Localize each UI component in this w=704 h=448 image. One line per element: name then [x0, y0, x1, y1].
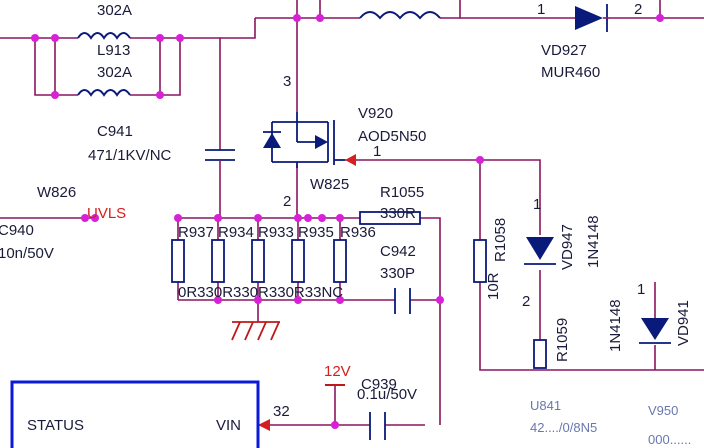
inductor-l913-bottom [77, 89, 131, 97]
resistor-bank [171, 239, 347, 283]
resistor-r1059-name: R1059 [554, 318, 571, 362]
resistor-r937 [171, 239, 185, 283]
resistor-r934-name: R934 [218, 224, 254, 241]
rail-12v-label: 12V [324, 363, 351, 380]
resistor-r1059 [533, 339, 547, 369]
resistor-r1055 [359, 211, 421, 225]
ic-pin-32: 32 [273, 403, 290, 420]
mosfet-gate-pin: 1 [373, 143, 381, 160]
ground-symbol [231, 321, 280, 341]
resistor-r1055-name: R1055 [380, 184, 424, 201]
diode-vd941-name: VD941 [675, 300, 692, 346]
diode-vd941-pin1: 1 [637, 281, 645, 298]
inductor-l913-rating: 302A [97, 64, 132, 81]
diode-vd941 [639, 300, 671, 344]
diode-vd927-pin2: 2 [634, 1, 642, 18]
mosfet-source-pin: 2 [283, 193, 291, 210]
faint-bottom-label: 000...... [648, 432, 691, 447]
capacitor-c939-name: C939 [361, 376, 397, 393]
vin-pin-arrow [258, 419, 270, 431]
resistor-r935-name: R935 [298, 224, 334, 241]
labels: 302A L913 302A C941 471/1KV/NC W826 UVLS… [0, 1, 692, 447]
inductor-l913-top [77, 32, 131, 40]
inductor-main [359, 11, 441, 20]
ic-pin-vin: VIN [216, 417, 241, 434]
capacitor-c942-value: 330P [380, 265, 415, 282]
capacitor-c941-name: C941 [97, 123, 133, 140]
mosfet-v920 [263, 112, 356, 168]
resistor-r936 [333, 239, 347, 283]
diode-vd947-pin2: 2 [522, 293, 530, 310]
net-w825: W825 [310, 176, 349, 193]
mosfet-v920-part: AOD5N50 [358, 128, 426, 145]
resistor-r933 [251, 239, 265, 283]
junction-dots [31, 14, 664, 429]
faint-v-label: V950 [648, 403, 678, 418]
diode-vd947-part: 1N4148 [585, 215, 602, 268]
capacitor-c940-value: 10n/50V [0, 245, 54, 262]
diode-vd927 [575, 4, 610, 32]
resistor-r934 [211, 239, 225, 283]
capacitor-c941-value: 471/1KV/NC [88, 147, 172, 164]
resistor-r933-name: R933 [258, 224, 294, 241]
resistor-r1058 [473, 239, 487, 283]
ic-controller-box [10, 380, 260, 448]
inductor-top-rating: 302A [97, 2, 132, 19]
resistor-r936-name: R936 [340, 224, 376, 241]
faint-u-label: U841 [530, 398, 561, 413]
capacitor-c939 [369, 412, 386, 440]
capacitor-c940-name: C940 [0, 222, 34, 239]
diode-vd927-part: MUR460 [541, 64, 600, 81]
faint-value-label: 42..../0/8N5 [530, 420, 597, 435]
resistor-r1055-value: 330R [380, 205, 416, 222]
diode-vd927-pin1: 1 [537, 1, 545, 18]
resistor-r1058-name: R1058 [492, 218, 509, 262]
capacitor-c942-name: C942 [380, 243, 416, 260]
wires [0, 0, 704, 426]
net-uvls: UVLS [87, 205, 126, 222]
capacitor-c942 [394, 288, 411, 314]
inductor-l913-name: L913 [97, 42, 130, 59]
capacitor-c939-value: 0.1u/50V [357, 386, 417, 403]
net-w826: W826 [37, 184, 76, 201]
resistor-r935 [291, 239, 305, 283]
mosfet-drain-pin: 3 [283, 73, 291, 90]
resistor-r1058-value: 10R [485, 272, 502, 300]
diode-vd947-name: VD947 [559, 224, 576, 270]
diode-vd927-name: VD927 [541, 42, 587, 59]
capacitor-c941 [205, 149, 235, 170]
diode-vd947-pin1: 1 [533, 196, 541, 213]
resistor-r937-name: R937 [178, 224, 214, 241]
diode-vd947 [524, 237, 556, 265]
diode-vd941-part: 1N4148 [607, 299, 624, 352]
ic-pin-status: STATUS [27, 417, 84, 434]
resistor-bank-values: 0R330R330R330R33NC [178, 284, 343, 301]
mosfet-v920-name: V920 [358, 105, 393, 122]
